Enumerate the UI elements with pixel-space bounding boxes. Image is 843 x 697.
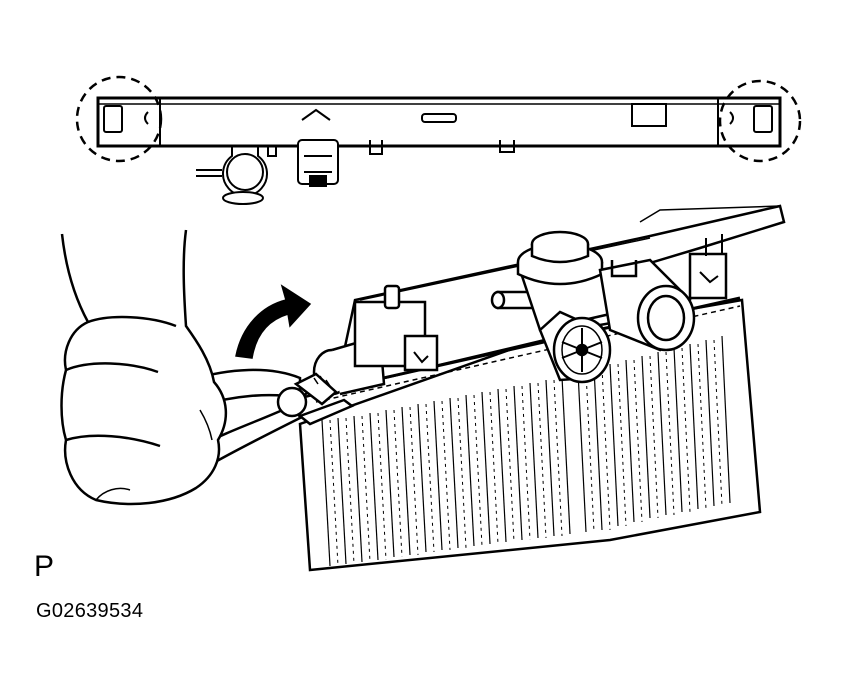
right-dashed-callout (720, 81, 800, 161)
hand (62, 230, 226, 504)
upper-tank-detail (77, 77, 800, 204)
radiator-cap (492, 232, 610, 330)
left-dashed-callout (77, 77, 161, 161)
figure-code-label: G02639534 (36, 600, 144, 622)
top-filler-cap (196, 146, 267, 204)
view-letter-label: P (34, 550, 55, 583)
top-inlet-pipe (298, 110, 338, 186)
radiator-core (300, 300, 760, 570)
rotation-arrow (236, 286, 310, 358)
inlet-fitting (600, 260, 694, 350)
drain-wheel (540, 312, 610, 382)
